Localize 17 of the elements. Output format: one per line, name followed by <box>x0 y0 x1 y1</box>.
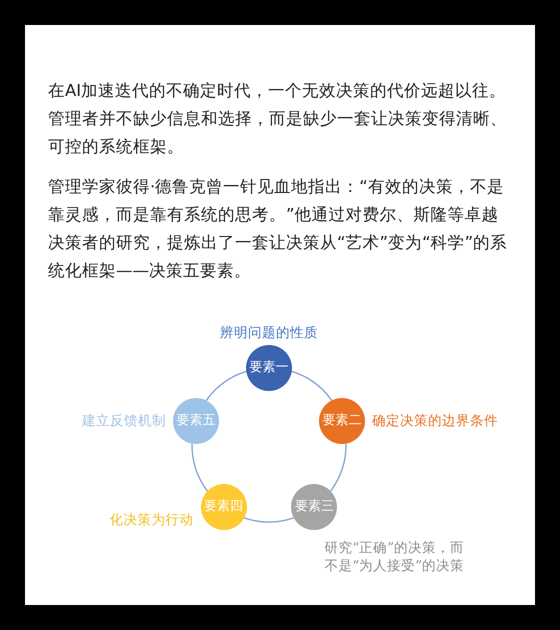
paragraph: 在AI加速迭代的不确定时代，一个无效决策的代价远超以往。管理者并不缺少信息和选择，而是缺少一套让决策变得清晰、可控的系统框架。 <box>48 80 508 158</box>
connector-arc <box>191 444 208 492</box>
element-caption: 化决策为行动 <box>110 511 194 530</box>
element-circle: 要素二 <box>319 398 366 444</box>
connector-arc <box>291 370 332 401</box>
connector-arc <box>206 370 247 401</box>
connector-arc <box>330 444 347 492</box>
element-caption: 研究“正确”的决策，而不是“为人接受”的决策 <box>323 539 466 576</box>
element-circle: 要素四 <box>200 484 247 530</box>
element-circle: 要素五 <box>172 398 219 444</box>
element-circle: 要素一 <box>246 345 292 391</box>
element-circle: 要素三 <box>291 484 338 530</box>
connector-arc <box>244 517 294 523</box>
element-caption: 确定决策的边界条件 <box>372 412 498 430</box>
element-caption: 辨明问题的性质 <box>219 324 319 342</box>
paragraph: 管理学家彼得·德鲁克曾一针见血地指出：“有效的决策，不是靠灵感，而是靠有系统的思考。”他通过对费尔、斯隆等卓越决策者的研究，提炼出了一套让决策从“艺术”变为“科学”的系统化框架——决策五要素。 <box>48 176 508 282</box>
element-caption: 建立反馈机制 <box>82 412 166 430</box>
